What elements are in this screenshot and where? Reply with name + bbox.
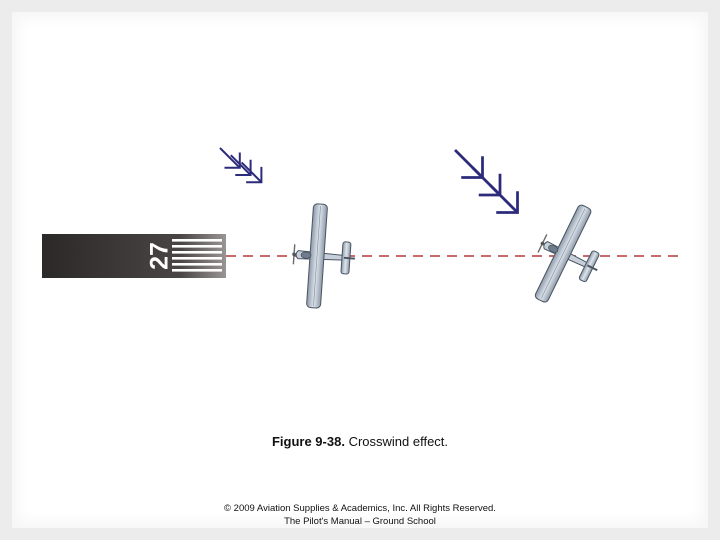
figure-caption: Figure 9-38. Crosswind effect. [0,434,720,449]
wind-arrows-left [219,147,263,184]
threshold-markings [172,239,222,272]
aircraft-aligned [287,201,360,312]
book-title-line: The Pilot's Manual – Ground School [284,516,436,527]
runway-number: 27 [146,242,174,270]
runway: 27 [42,234,226,278]
wind-arrows-right [453,148,519,214]
copyright-line: © 2009 Aviation Supplies & Academics, In… [224,503,496,514]
figure-number: Figure 9-38. [271,434,345,449]
figure-title: Crosswind effect. [348,434,449,449]
copyright-notice: © 2009 Aviation Supplies & Academics, In… [0,502,720,528]
